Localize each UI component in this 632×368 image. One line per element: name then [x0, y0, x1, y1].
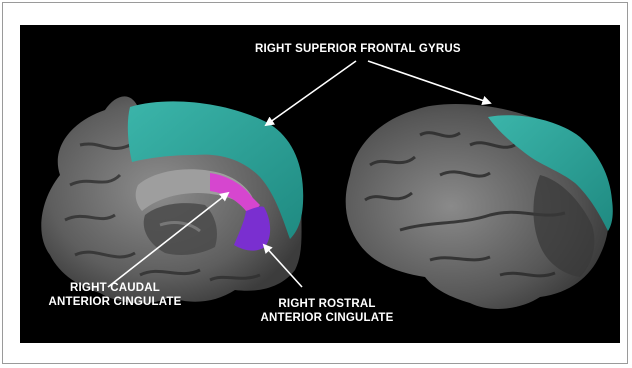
label-rostral-line1: RIGHT ROSTRAL [252, 297, 402, 311]
figure-frame: RIGHT SUPERIOR FRONTAL GYRUS RIGHT CAUDA… [2, 2, 628, 364]
lateral-brain-view [346, 104, 613, 309]
label-caudal-line2: ANTERIOR CINGULATE [40, 295, 190, 309]
label-rostral-anterior-cingulate: RIGHT ROSTRAL ANTERIOR CINGULATE [252, 297, 402, 325]
brain-image-panel: RIGHT SUPERIOR FRONTAL GYRUS RIGHT CAUDA… [20, 25, 620, 343]
label-caudal-line1: RIGHT CAUDAL [40, 281, 190, 295]
medial-brain-view [41, 96, 303, 303]
label-superior-frontal-gyrus: RIGHT SUPERIOR FRONTAL GYRUS [255, 42, 461, 56]
label-caudal-anterior-cingulate: RIGHT CAUDAL ANTERIOR CINGULATE [40, 281, 190, 309]
label-rostral-line2: ANTERIOR CINGULATE [252, 311, 402, 325]
